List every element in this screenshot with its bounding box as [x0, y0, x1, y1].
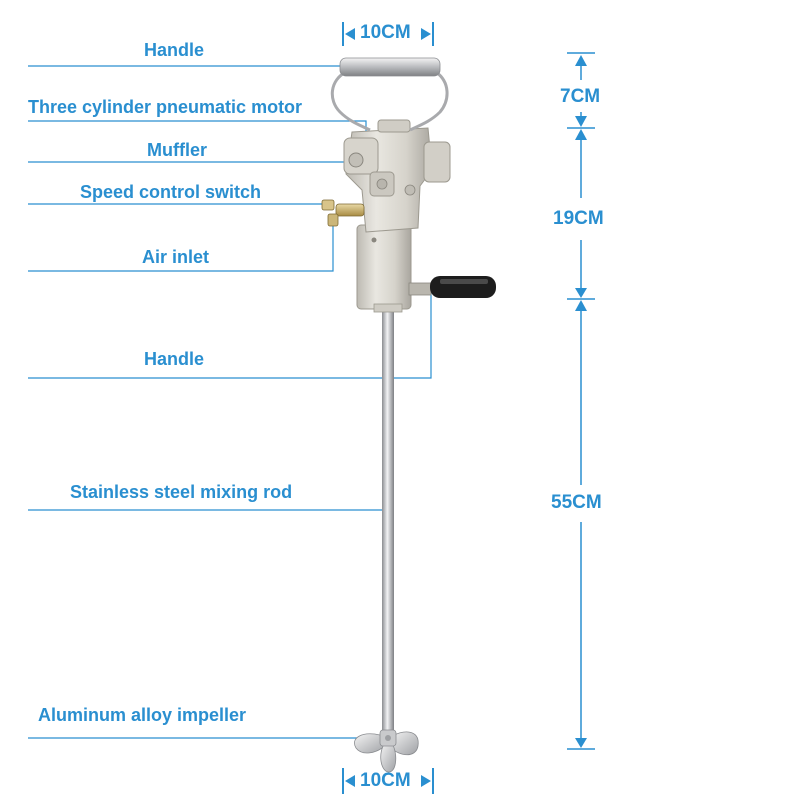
label-muffler: Muffler [147, 140, 207, 160]
dim-bottom-width-marker [342, 768, 434, 794]
dim-rod-length: 55CM [551, 492, 602, 513]
dim-bottom-width: 10CM [360, 770, 411, 791]
dim-vertical-marker [567, 52, 595, 750]
leader-motor [28, 120, 367, 140]
motor-block [343, 119, 451, 233]
air-fitting [321, 199, 365, 227]
label-speed-switch: Speed control switch [80, 182, 262, 202]
top-handle [330, 57, 449, 132]
label-handle-top: Handle [144, 40, 205, 60]
label-air-inlet: Air inlet [142, 247, 210, 267]
dim-handle-height: 7CM [560, 86, 601, 107]
lower-body [356, 224, 412, 310]
dim-motor-height: 19CM [553, 208, 604, 229]
mixing-rod [382, 308, 394, 748]
leader-handle-side [28, 290, 432, 379]
dim-top-width-marker [342, 22, 434, 46]
impeller [354, 729, 419, 773]
side-handle [408, 276, 496, 298]
label-motor: Three cylinder pneumatic motor [28, 97, 303, 117]
label-impeller: Aluminum alloy impeller [38, 705, 247, 725]
dim-top-width: 10CM [360, 22, 411, 43]
leader-air-inlet [28, 222, 334, 272]
label-rod: Stainless steel mixing rod [70, 482, 293, 502]
label-handle-side: Handle [144, 349, 205, 369]
